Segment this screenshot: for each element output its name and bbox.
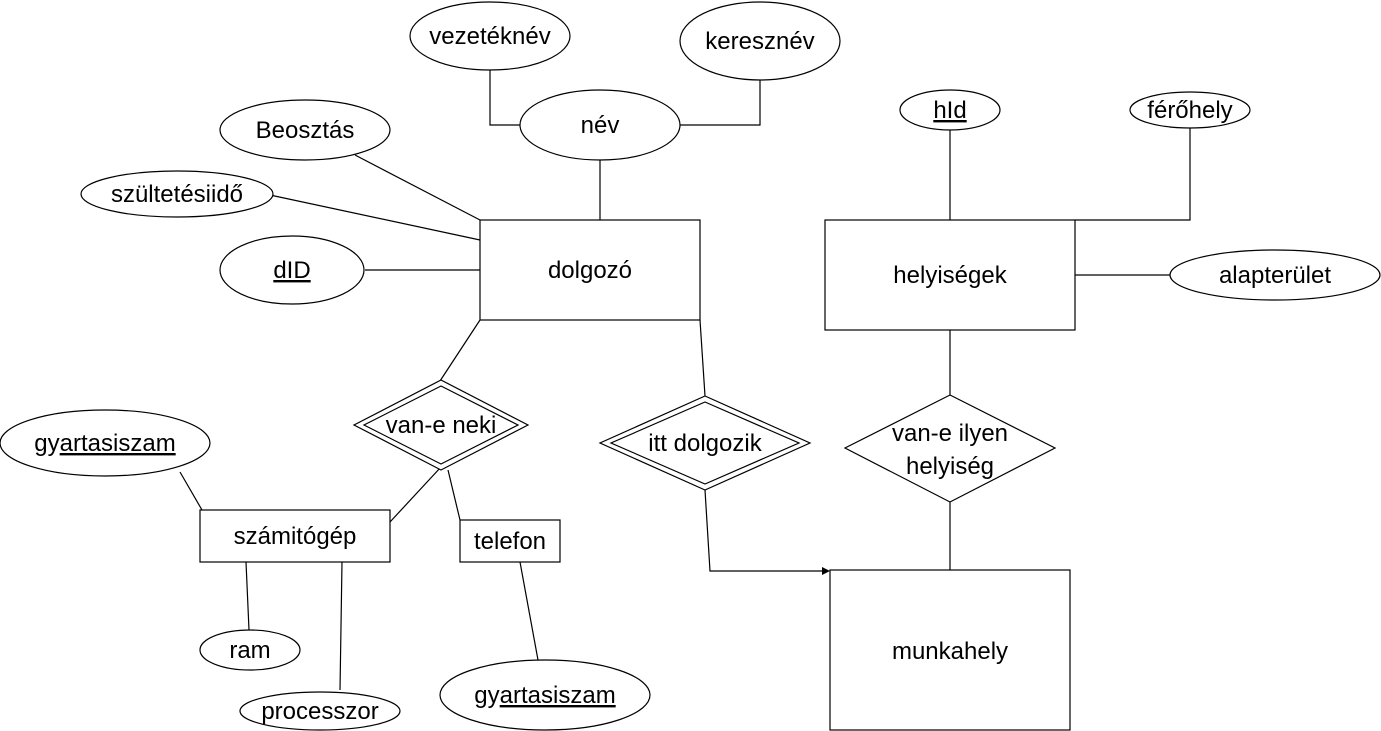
attribute-nev: név [519,89,681,161]
entity-helyisegek: helyiségek [824,219,1076,331]
relationship-itt-dolgozik-label: itt dolgozik [648,430,762,457]
relationship-van-e-ilyen-label-line1: van-e ilyen [892,420,1008,447]
attribute-ferohely-label: férőhely [1147,97,1232,124]
relationship-itt-dolgozik: itt dolgozik [598,395,812,491]
connector-nev-keresznev [680,80,761,126]
attribute-ferohely: férőhely [1129,91,1251,129]
attribute-processzor: processzor [239,691,401,731]
attribute-keresznev-label: keresznév [705,28,814,55]
attribute-did: dID [219,235,365,305]
entity-dolgozo-label: dolgozó [548,257,632,284]
connector-szuletesiido-dolgozo [269,194,481,241]
entity-telefon-label: telefon [474,528,546,555]
connector-gyartasiszam-szamitogep [179,471,203,511]
relationship-van-e-ilyen-helyiseg: van-e ilyen helyiség [843,394,1057,503]
connector-szamitogep-processzor [339,561,343,691]
attribute-beosztas-label: Beosztás [256,117,355,144]
attribute-gyartasiszam-pc: gyartasiszam [0,409,211,477]
attribute-hid-label: hId [933,97,966,124]
attribute-keresznev: keresznév [679,1,841,81]
connector-vanene-telefon [447,469,461,521]
attribute-processzor-label: processzor [261,698,378,725]
relationship-van-e-neki-label: van-e neki [386,412,497,439]
attribute-gyartasiszam-tel: gyartasiszam [439,659,651,731]
connector-nev-vezeteknev [489,70,520,126]
connector-ittdolgozik-munkahely [704,489,824,572]
arrow-head [822,567,830,575]
attribute-vezeteknev: vezetéknév [409,1,571,71]
connectors [179,70,1191,691]
entity-munkahely: munkahely [829,569,1071,731]
connector-vanene-szamitogep [389,466,442,523]
attribute-alapterulet: alapterület [1169,249,1381,301]
entity-munkahely-label: munkahely [892,638,1008,665]
connector-dolgozo-ittdolgozik [699,319,706,397]
attribute-alapterulet-label: alapterület [1219,262,1331,289]
attribute-did-label: dID [273,257,310,284]
attribute-vezeteknev-label: vezetéknév [429,23,550,50]
attribute-beosztas: Beosztás [219,99,391,161]
relationship-van-e-neki: van-e neki [352,379,530,471]
entity-szamitogep-label: számitógép [234,523,357,550]
connector-dolgozo-vanene [439,319,481,382]
attribute-szuletesiido: szültetésiidő [80,170,274,218]
connector-ferohely-helyisegek [1075,128,1191,221]
attribute-szuletesiido-label: szültetésiidő [111,181,243,208]
entity-szamitogep: számitógép [199,509,391,563]
connector-telefon-gyartasiszam [519,561,539,661]
attribute-ram-label: ram [229,637,270,664]
attribute-ram: ram [199,629,301,671]
entity-telefon: telefon [459,519,561,563]
relationship-van-e-ilyen-label-line2: helyiség [906,453,994,480]
attribute-nev-label: név [581,112,620,139]
attribute-hid: hId [899,89,1001,131]
connector-beosztas-dolgozo [354,154,481,221]
connector-szamitogep-ram [245,561,250,631]
attribute-gyartasiszam-tel-label: gyartasiszam [474,682,615,709]
entity-dolgozo: dolgozó [479,219,701,321]
attribute-gyartasiszam-pc-label: gyartasiszam [34,430,175,457]
entity-helyisegek-label: helyiségek [893,262,1007,289]
